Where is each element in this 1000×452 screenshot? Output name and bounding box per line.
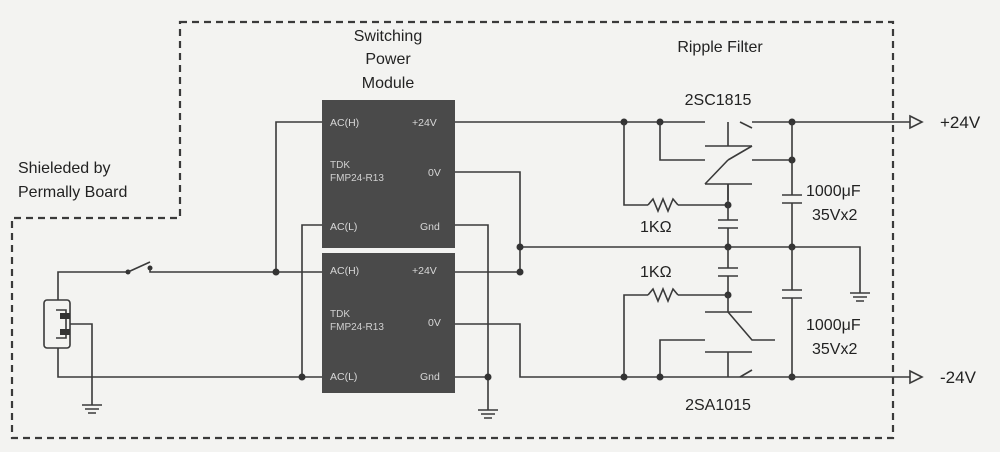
resistor-bottom-label: 1KΩ (640, 264, 672, 281)
m1-pin-p24: +24V (412, 117, 437, 129)
transistor-top-label: 2SC1815 (685, 92, 752, 109)
power-module-bottom (322, 253, 455, 393)
resistor-top-icon (647, 196, 679, 214)
module-title-line1: Switching (354, 28, 422, 45)
ground-icon-filter (850, 292, 870, 302)
m2-pin-ach: AC(H) (330, 265, 359, 277)
cap-top-label-1: 1000μF (806, 183, 861, 200)
output-pos-label: +24V (940, 113, 981, 132)
cap-bottom-label-1: 1000μF (806, 317, 861, 334)
power-module-top (322, 100, 455, 248)
m1-brand: TDK (330, 160, 350, 171)
filter-title: Ripple Filter (677, 39, 763, 56)
capacitor-small-top-icon (718, 219, 738, 229)
capacitor-big-top-icon (782, 194, 802, 204)
shield-label-line2: Permally Board (18, 184, 127, 201)
m1-pin-gnd: Gnd (420, 221, 440, 233)
cap-bottom-label-2: 35Vx2 (812, 341, 857, 358)
capacitor-big-bottom-icon (782, 289, 802, 299)
shield-boundary (10, 20, 895, 440)
m2-pin-0v: 0V (428, 317, 441, 329)
m1-model: FMP24-R13 (330, 173, 384, 184)
ground-icon-module (478, 409, 498, 419)
switch-icon (125, 261, 153, 275)
transistor-bottom-label: 2SA1015 (685, 397, 751, 414)
m1-pin-acl: AC(L) (330, 221, 357, 233)
capacitor-small-bottom-icon (718, 267, 738, 277)
m2-model: FMP24-R13 (330, 322, 384, 333)
m2-pin-p24: +24V (412, 265, 437, 277)
m1-pin-0v: 0V (428, 167, 441, 179)
transistor-bottom-icon (659, 295, 775, 378)
output-neg-label: -24V (940, 368, 977, 387)
ac-inlet-icon (43, 299, 71, 349)
resistor-top-label: 1KΩ (640, 219, 672, 236)
transistor-top-icon (659, 121, 792, 200)
cap-top-label-2: 35Vx2 (812, 207, 857, 224)
ground-icon-inlet (82, 404, 102, 414)
shield-label-line1: Shieleded by (18, 160, 111, 177)
module-title-line2: Power (365, 51, 411, 68)
m2-pin-acl: AC(L) (330, 371, 357, 383)
module-title-line3: Module (362, 75, 415, 92)
resistor-bottom-icon (647, 286, 679, 304)
m2-brand: TDK (330, 309, 350, 320)
m2-pin-gnd: Gnd (420, 371, 440, 383)
m1-pin-ach: AC(H) (330, 117, 359, 129)
